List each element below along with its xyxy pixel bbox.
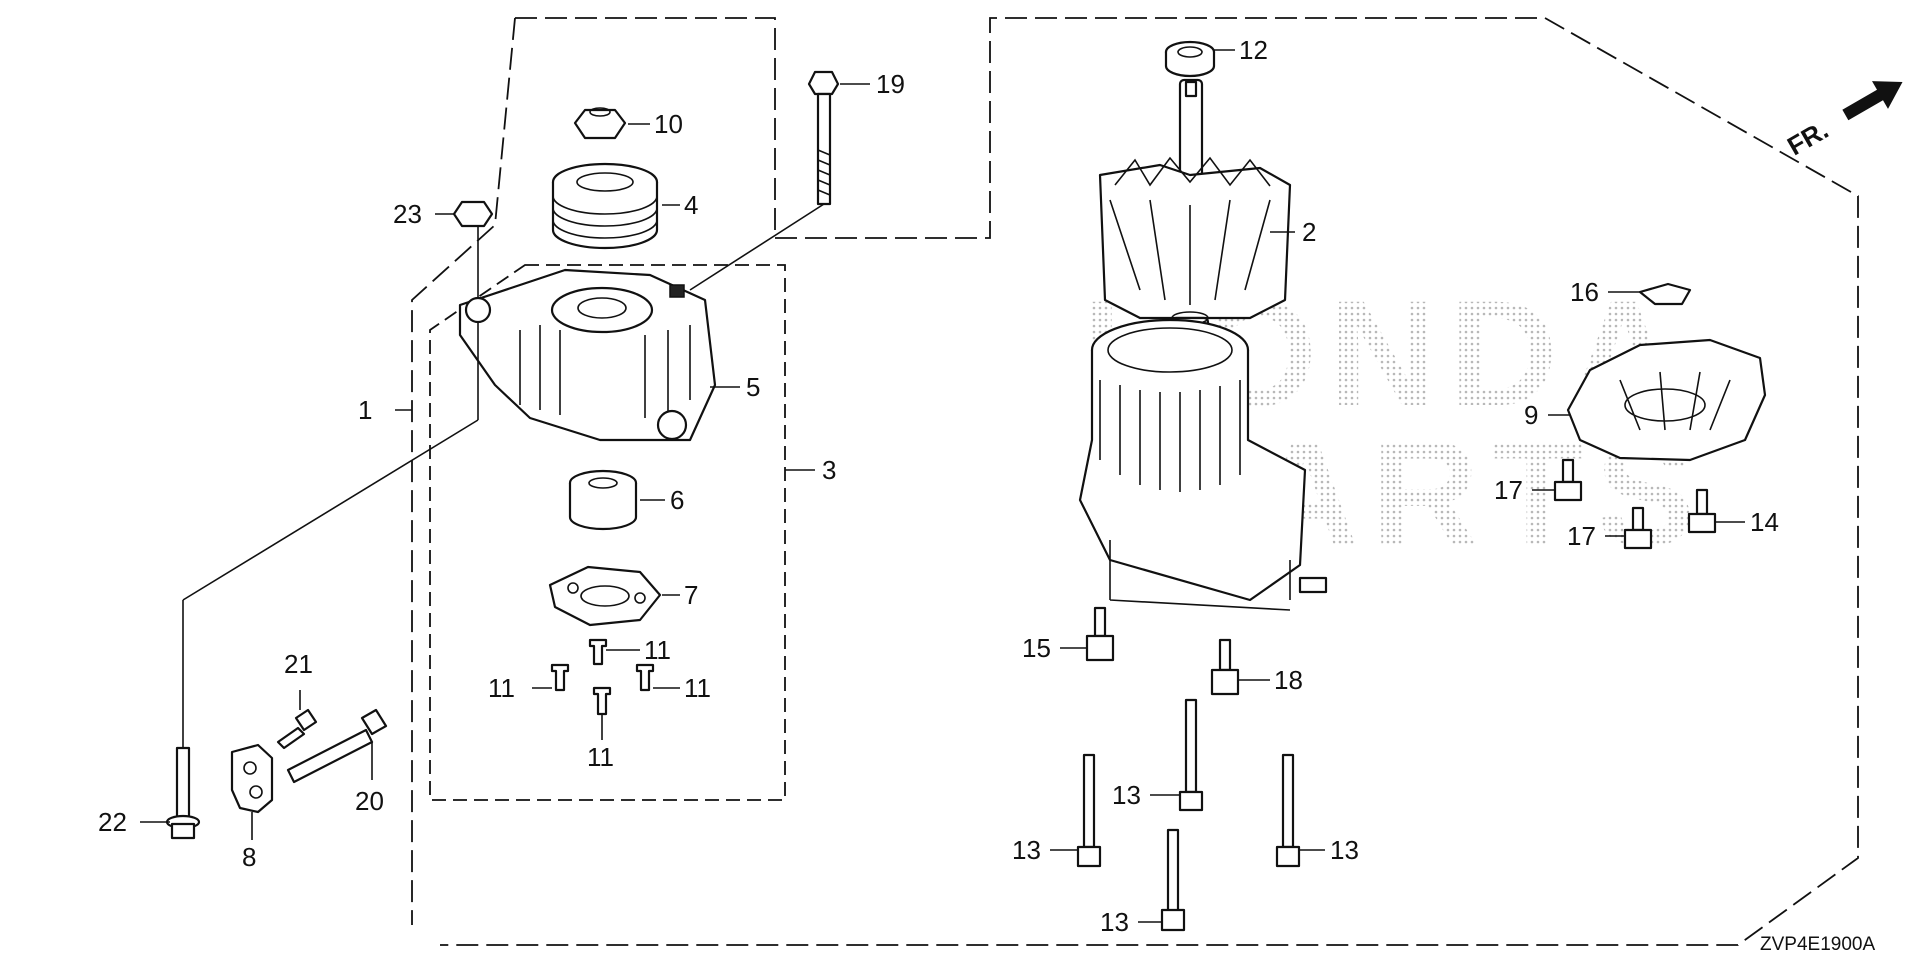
- callout-11-b: 11: [488, 673, 515, 703]
- callout-13-b: 13: [1012, 835, 1041, 865]
- part-19-bolt: [807, 70, 840, 206]
- part-17-bolt-a: [1553, 458, 1583, 502]
- callout-12: 12: [1239, 35, 1268, 65]
- callout-16: 16: [1570, 277, 1599, 307]
- part-15-bolt: [1085, 606, 1115, 662]
- part-22-bolt: [165, 746, 201, 840]
- leader-lines: [140, 49, 1745, 923]
- callout-6: 6: [670, 485, 684, 515]
- part-4-pulley: [551, 162, 659, 250]
- part-9-rear-cover: [1566, 338, 1767, 462]
- callout-11-c: 11: [684, 673, 711, 703]
- callout-18: 18: [1274, 665, 1303, 695]
- direction-label: FR.: [1782, 114, 1833, 161]
- frame-assembly-1: [440, 17, 1859, 946]
- part-20-bolt: [286, 708, 388, 784]
- part-12-seal: [1164, 40, 1216, 78]
- callout-1: 1: [358, 395, 372, 425]
- diagram-code: ZVP4E1900A: [1760, 934, 1875, 955]
- part-11-screws: [550, 638, 655, 716]
- callout-19: 19: [876, 69, 905, 99]
- part-5-front-housing: [458, 268, 717, 442]
- callout-13-c: 13: [1330, 835, 1359, 865]
- callout-labels: 1 2 3 4 5 6 7 8 9 10 11 11 11 11 12 13 1…: [98, 35, 1779, 937]
- direction-arrow-icon: [1842, 81, 1903, 121]
- callout-3: 3: [822, 455, 836, 485]
- callout-11-a: 11: [644, 635, 671, 665]
- part-8-plate: [230, 743, 274, 814]
- callout-20: 20: [355, 786, 384, 816]
- callout-4: 4: [684, 190, 698, 220]
- callout-17-a: 17: [1494, 475, 1523, 505]
- callout-9: 9: [1524, 400, 1538, 430]
- frame-assembly-3: [429, 264, 786, 801]
- part-7-retainer-plate: [548, 565, 662, 627]
- callout-14: 14: [1750, 507, 1779, 537]
- stator-rear-housing: [1078, 318, 1328, 611]
- part-13-bolt-d: [1160, 828, 1186, 932]
- callout-22: 22: [98, 807, 127, 837]
- part-13-bolt-b: [1076, 753, 1102, 868]
- part-23-nut: [452, 200, 494, 228]
- group-frames: [411, 17, 1859, 946]
- callout-2: 2: [1302, 217, 1316, 247]
- callout-8: 8: [242, 842, 256, 872]
- part-10-nut: [573, 107, 627, 140]
- front-direction-indicator: FR.: [1782, 81, 1903, 161]
- part-16-clip: [1638, 282, 1692, 306]
- part-17-bolt-b: [1623, 506, 1653, 550]
- part-13-bolt-c: [1275, 753, 1301, 868]
- part-6-bearing: [568, 469, 638, 531]
- callout-10: 10: [654, 109, 683, 139]
- callout-17-b: 17: [1567, 521, 1596, 551]
- frame-assembly-1-left: [411, 17, 516, 925]
- callout-11-d: 11: [587, 742, 614, 772]
- part-14-bolt: [1687, 488, 1717, 534]
- callout-5: 5: [746, 372, 760, 402]
- callout-15: 15: [1022, 633, 1051, 663]
- callout-21: 21: [284, 649, 313, 679]
- callout-23: 23: [393, 199, 422, 229]
- part-21-bolt: [276, 708, 318, 750]
- callout-13-a: 13: [1112, 780, 1141, 810]
- part-13-bolt-a: [1178, 698, 1204, 812]
- part-18-bolt: [1210, 638, 1240, 696]
- callout-13-d: 13: [1100, 907, 1129, 937]
- callout-7: 7: [684, 580, 698, 610]
